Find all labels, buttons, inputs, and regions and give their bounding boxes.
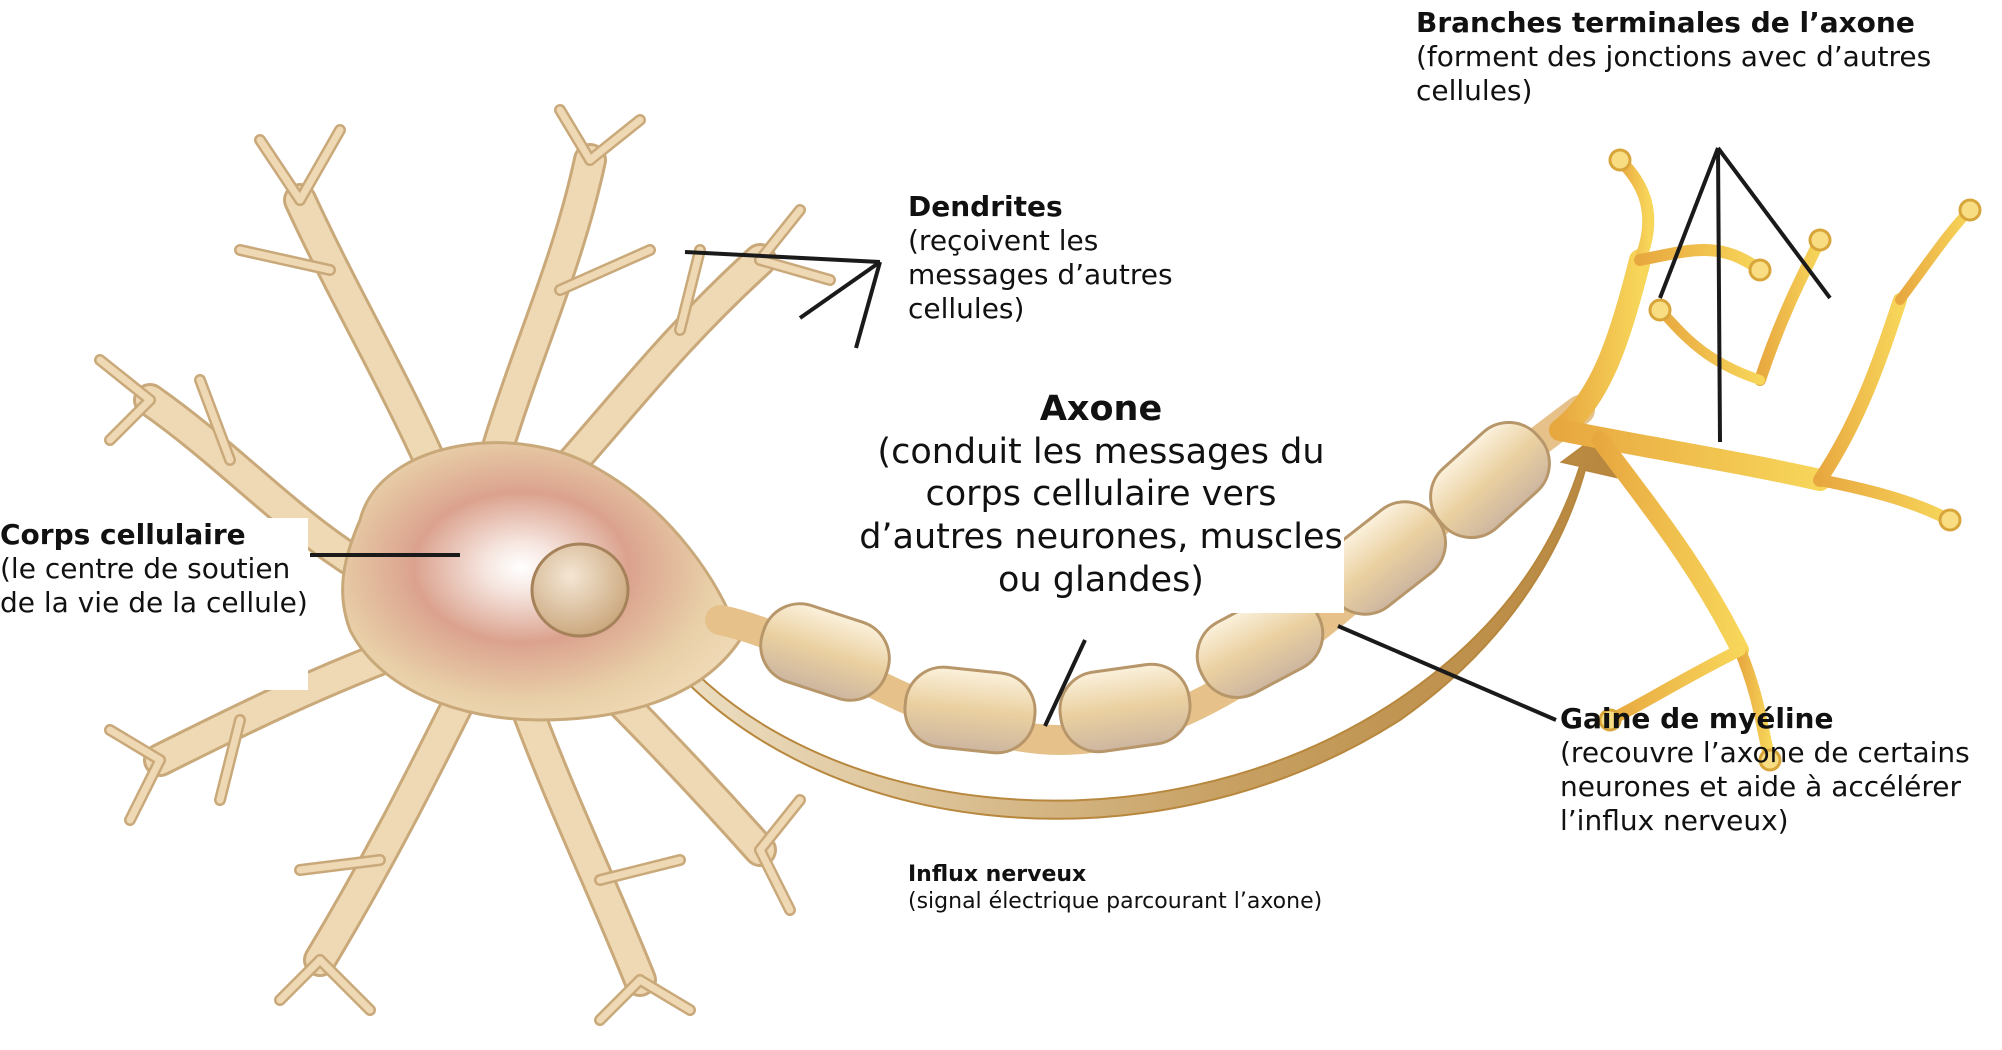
label-axon-terminal-branches: Branches terminales de l’axone (forment … — [1416, 6, 1998, 108]
nerve-impulse-title: Influx nerveux — [908, 862, 1428, 889]
myelin-sheath-desc: (recouvre l’axone de certains neurones e… — [1560, 736, 2000, 838]
axon-terminals — [1560, 160, 1970, 760]
axon-terminal-branches-desc: (forment des jonctions avec d’autres cel… — [1416, 40, 1998, 108]
cell-body-title: Corps cellulaire — [0, 518, 308, 552]
label-axon: Axone (conduit les messages du corps cel… — [858, 388, 1344, 613]
axon-terminal-branches-title: Branches terminales de l’axone — [1416, 6, 1998, 40]
label-cell-body: Corps cellulaire (le centre de soutien d… — [0, 518, 308, 690]
axon-desc: (conduit les messages du corps cellulair… — [858, 431, 1344, 602]
myelin-sheath-title: Gaine de myéline — [1560, 702, 2000, 736]
dendrites-title: Dendrites — [908, 190, 1230, 224]
cell-body-desc: (le centre de soutien de la vie de la ce… — [0, 552, 308, 620]
axon-title: Axone — [858, 388, 1344, 431]
label-dendrites: Dendrites (reçoivent les messages d’autr… — [908, 190, 1230, 333]
nucleus — [532, 544, 628, 636]
label-myelin-sheath: Gaine de myéline (recouvre l’axone de ce… — [1560, 702, 2000, 839]
label-nerve-impulse: Influx nerveux (signal électrique parcou… — [908, 862, 1428, 916]
dendrites-desc: (reçoivent les messages d’autres cellule… — [908, 224, 1230, 326]
nerve-impulse-desc: (signal électrique parcourant l’axone) — [908, 889, 1428, 916]
